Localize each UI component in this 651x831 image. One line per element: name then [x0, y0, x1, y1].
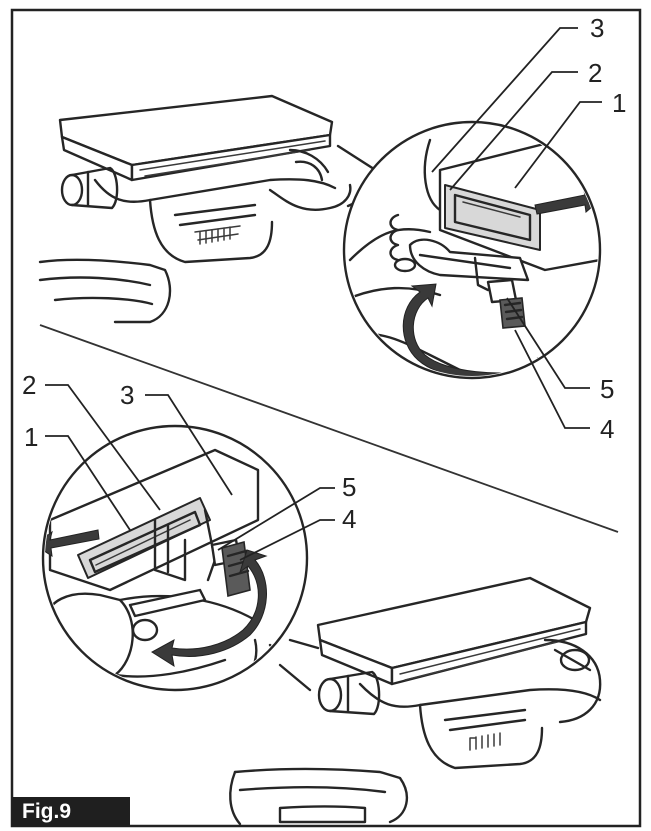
- top-callout-5: 5: [600, 374, 614, 404]
- top-callout-3: 3: [590, 13, 604, 43]
- bottom-callout-2: 2: [22, 370, 36, 400]
- bottom-tool-body: [229, 576, 602, 826]
- divider-line: [39, 324, 619, 533]
- top-leader-2: [449, 71, 578, 191]
- figure-frame: [10, 8, 642, 828]
- bottom-callout-4: 4: [342, 504, 356, 534]
- figure-label: Fig.9: [12, 797, 130, 827]
- top-leader-5: [506, 297, 590, 389]
- top-callout-1: 1: [612, 88, 626, 118]
- slide-arrow-icon: [45, 529, 100, 558]
- bottom-magnifier-pointer: [278, 638, 320, 692]
- bottom-leader-2: [45, 384, 161, 511]
- top-leader-1: [514, 101, 602, 189]
- bottom-callout-5: 5: [342, 472, 356, 502]
- top-callout-4: 4: [600, 414, 614, 444]
- bottom-leader-1: [45, 435, 131, 531]
- bottom-leader-3: [145, 394, 233, 496]
- top-detail-circle: [342, 120, 602, 380]
- top-tool-body: [38, 94, 352, 324]
- bottom-callout-3: 3: [120, 380, 134, 410]
- top-leader-3: [431, 27, 578, 173]
- bottom-callout-1: 1: [24, 422, 38, 452]
- rotate-arrow-icon: [151, 549, 268, 668]
- top-leader-4: [514, 329, 590, 429]
- bottom-leader-5: [217, 487, 335, 551]
- bottom-leader-4: [239, 519, 335, 561]
- bottom-detail-circle: [41, 424, 309, 692]
- top-callout-2: 2: [588, 58, 602, 88]
